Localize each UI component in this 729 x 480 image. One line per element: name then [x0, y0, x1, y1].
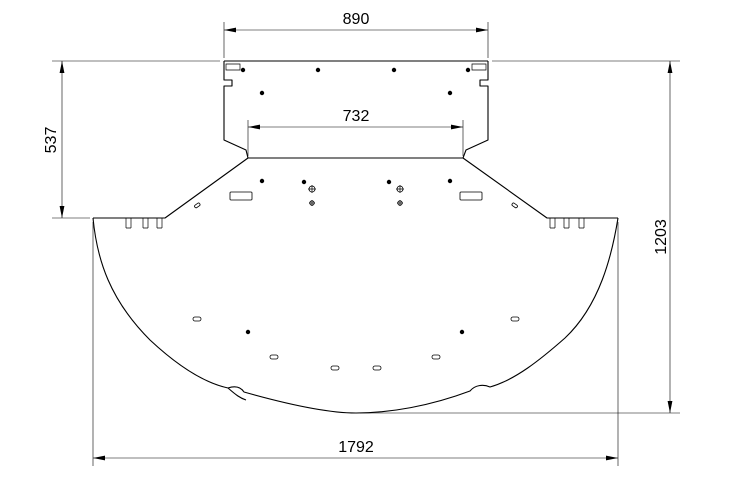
dimension-total-width: 1792 [92, 222, 619, 466]
crosshair [396, 185, 404, 193]
notch [142, 218, 149, 229]
notch [125, 218, 132, 229]
dimension-label-1792: 1792 [338, 439, 374, 456]
left-shoulder-edge [93, 157, 249, 219]
left-neck-edge [223, 61, 249, 159]
crosshair [397, 200, 403, 206]
oval-slot [510, 316, 520, 322]
holes [240, 67, 471, 335]
oval-slot [330, 365, 340, 371]
rect-slot [229, 191, 253, 201]
bowl-edge [92, 217, 619, 414]
hole [459, 329, 465, 335]
hole [447, 178, 453, 184]
left-notches [125, 218, 163, 229]
dimension-top-width: 890 [223, 11, 489, 58]
notch [549, 218, 556, 229]
hole [240, 67, 246, 73]
right-tab [471, 63, 487, 71]
left-tab [225, 63, 241, 71]
right-shoulder-edge [462, 157, 618, 219]
oval-slot [269, 354, 279, 360]
hole [447, 90, 453, 96]
dimension-label-1203: 1203 [653, 219, 670, 255]
oval-slot [194, 202, 201, 209]
dimension-total-height: 1203 [360, 60, 680, 414]
hole [301, 179, 307, 185]
slots [192, 191, 520, 371]
hole [259, 178, 265, 184]
notch [578, 218, 585, 229]
dimension-label-732: 732 [343, 108, 370, 125]
right-notches [549, 218, 585, 229]
oval-slot [372, 365, 382, 371]
right-neck-edge [462, 61, 489, 159]
crosshair [309, 200, 315, 206]
hole [465, 67, 471, 73]
hole [245, 329, 251, 335]
dimension-label-537: 537 [43, 127, 60, 154]
bottom-lip-left [227, 387, 247, 401]
rect-slot [459, 191, 483, 201]
crosshair [308, 185, 316, 193]
oval-slot [192, 316, 202, 322]
dimension-neck-height: 537 [43, 60, 220, 219]
hole [315, 67, 321, 73]
oval-slot [511, 202, 518, 209]
hole [259, 90, 265, 96]
hole [386, 179, 392, 185]
dimension-inner-width: 732 [247, 108, 464, 156]
dimension-label-890: 890 [343, 11, 370, 28]
hole [391, 67, 397, 73]
oval-slot [431, 354, 441, 360]
notch [563, 218, 570, 229]
notch [156, 218, 163, 229]
part-outline [92, 60, 619, 414]
